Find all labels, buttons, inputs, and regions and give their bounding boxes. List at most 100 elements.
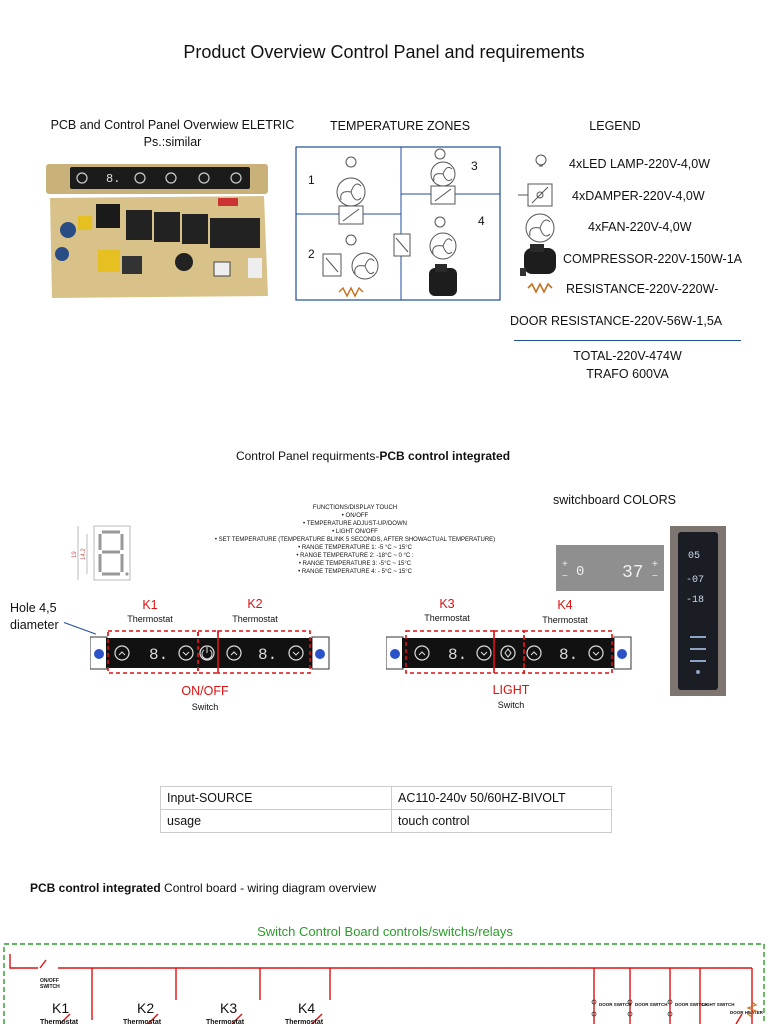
spec-table: Input-SOURCE AC110-240v 50/60HZ-BIVOLT u… xyxy=(160,786,612,833)
zone-label-2: 2 xyxy=(308,247,315,261)
k1-thermostat: Thermostat xyxy=(127,614,173,624)
wire-k3-thermostat: Thermostat xyxy=(206,1019,245,1024)
digit-height-2: 14.2 xyxy=(81,548,87,560)
function-1: • ON/OFF xyxy=(341,513,369,519)
hole-label-line1: Hole 4,5 xyxy=(10,601,57,615)
pcb-display-digit: 8. xyxy=(106,172,120,186)
digit-height-1: 19 xyxy=(72,551,78,558)
wiring-box-title: Switch Control Board controls/switchs/re… xyxy=(257,924,513,939)
zone-label-4: 4 xyxy=(478,214,485,228)
compressor-icon xyxy=(520,244,556,276)
legend-trafo: TRAFO 600VA xyxy=(586,367,669,381)
wiring-title-rest: Control board - wiring diagram overview xyxy=(160,881,377,895)
requirements-title: Control Panel requirments-PCB control in… xyxy=(0,449,746,463)
svg-text:−: − xyxy=(562,571,568,582)
digit-dimension-drawing: 19 14.2 xyxy=(72,525,131,581)
k2-down-button[interactable] xyxy=(288,645,304,661)
switchboard-swatch-2: 05 -07 -18 xyxy=(670,526,726,696)
hole-label-line2: diameter xyxy=(10,618,59,632)
legend-total: TOTAL-220V-474W xyxy=(573,349,682,363)
swatch1-value-b: 37 xyxy=(622,563,644,583)
onoff-switch-wire-label-1: ON/OFF xyxy=(40,978,59,984)
swatch2-value-a: 05 xyxy=(688,551,700,562)
table-row: Input-SOURCE AC110-240v 50/60HZ-BIVOLT xyxy=(160,786,612,810)
control-panel-right: 8. 8. xyxy=(386,630,632,674)
legend-divider xyxy=(514,340,741,341)
k3-label: K3 xyxy=(439,597,455,611)
k4-display: 8. xyxy=(559,646,578,664)
zones-title: TEMPERATURE ZONES xyxy=(329,119,471,133)
k2-up-button[interactable] xyxy=(226,645,242,661)
pcb-subtitle: Ps.:similar xyxy=(143,135,202,149)
k3-thermostat: Thermostat xyxy=(424,613,470,623)
wire-k2: K2 xyxy=(137,1000,154,1016)
legend-item-lamp: 4xLED LAMP-220V-4,0W xyxy=(569,157,711,171)
page-title: Product Overview Control Panel and requi… xyxy=(183,42,585,62)
spec-key: Input-SOURCE xyxy=(160,786,392,810)
function-2: • TEMPERATURE ADJUST-UP/DOWN xyxy=(303,521,407,527)
lamp-icon xyxy=(535,154,547,167)
legend-door-resistance: DOOR RESISTANCE-220V-56W-1,5A xyxy=(510,314,723,328)
legend-icons xyxy=(518,154,556,294)
k1-label: K1 xyxy=(142,598,158,612)
door-switch-label-1: DOOR SWITCH xyxy=(599,1002,632,1007)
light-button[interactable] xyxy=(500,645,516,661)
onoff-label: ON/OFF xyxy=(181,684,229,698)
k1-up-button[interactable] xyxy=(114,645,130,661)
fan-icon xyxy=(525,213,555,243)
legend-item-compressor: COMPRESSOR-220V-150W-1A xyxy=(563,252,742,266)
wire-k4: K4 xyxy=(298,1000,315,1016)
k2-display: 8. xyxy=(258,646,277,664)
temperature-zones-diagram: 1 2 3 4 xyxy=(295,146,501,301)
swatch2-value-c: -18 xyxy=(686,595,704,606)
svg-text:+: + xyxy=(652,559,658,570)
spec-key: usage xyxy=(160,809,392,833)
k1-down-button[interactable] xyxy=(178,645,194,661)
zone-label-3: 3 xyxy=(471,159,478,173)
function-5: • RANGE TEMPERATURE 1: -5 °C ~ 15°C xyxy=(298,545,412,551)
table-row: usage touch control xyxy=(160,809,612,833)
spec-value: touch control xyxy=(391,809,612,833)
zone-label-1: 1 xyxy=(308,173,315,187)
wire-k4-thermostat: Thermostat xyxy=(285,1019,324,1024)
k4-thermostat: Thermostat xyxy=(542,615,588,625)
onoff-switch-label: Switch xyxy=(191,702,219,712)
k4-down-button[interactable] xyxy=(588,645,604,661)
svg-text:+: + xyxy=(562,559,568,570)
function-3: • LIGHT ON/OFF xyxy=(332,529,378,535)
requirements-bold: PCB control integrated xyxy=(379,449,511,463)
damper-icon xyxy=(518,183,553,207)
k3-down-button[interactable] xyxy=(476,645,492,661)
pcb-photo: 8. xyxy=(46,164,268,298)
resistance-icon xyxy=(527,282,553,294)
k2-thermostat: Thermostat xyxy=(232,614,278,624)
k4-up-button[interactable] xyxy=(526,645,542,661)
legend-item-damper: 4xDAMPER-220V-4,0W xyxy=(572,189,705,203)
k2-label: K2 xyxy=(247,597,263,611)
function-7: • RANGE TEMPERATURE 3: -5°C ~ 15°C xyxy=(298,561,412,567)
legend-item-fan: 4xFAN-220V-4,0W xyxy=(588,220,692,234)
switchboard-swatch-1: + − 0 37 + − xyxy=(556,545,664,591)
light-label: LIGHT xyxy=(492,683,530,697)
pcb-title: PCB and Control Panel Overwiew ELETRIC xyxy=(50,118,295,132)
k3-up-button[interactable] xyxy=(414,645,430,661)
function-4: • SET TEMPERATURE (TEMPERATURE BLINK 5 S… xyxy=(214,537,496,543)
door-switch-label-3: DOOR SWITCH xyxy=(675,1002,708,1007)
onoff-button[interactable] xyxy=(199,645,215,661)
light-switch-label: Switch xyxy=(497,700,525,710)
wire-k1: K1 xyxy=(52,1000,69,1016)
wire-k3: K3 xyxy=(220,1000,237,1016)
switchboard-colors-title: switchboard COLORS xyxy=(553,493,676,507)
svg-text:−: − xyxy=(652,571,658,582)
door-switch-label-2: DOOR SWITCH xyxy=(635,1002,668,1007)
wiring-title: PCB control integrated Control board - w… xyxy=(30,881,376,895)
functions-list: FUNCTIONS/DISPLAY TOUCH • ON/OFF • TEMPE… xyxy=(190,504,520,576)
function-8: • RANGE TEMPERATURE 4: - 5°C ~ 15°C xyxy=(298,569,412,575)
wire-k2-thermostat: Thermostat xyxy=(123,1019,162,1024)
wiring-title-bold: PCB control integrated xyxy=(30,881,161,895)
legend-item-resistance: RESISTANCE-220V-220W- xyxy=(566,282,719,296)
onoff-switch-wire-label-2: SWITCH xyxy=(40,984,60,990)
control-panel-left: 8. 8. xyxy=(90,630,330,674)
wiring-diagram: ON/OFF SWITCH K1 Thermostat K2 Thermosta… xyxy=(3,943,765,1024)
spec-value: AC110-240v 50/60HZ-BIVOLT xyxy=(391,786,612,810)
